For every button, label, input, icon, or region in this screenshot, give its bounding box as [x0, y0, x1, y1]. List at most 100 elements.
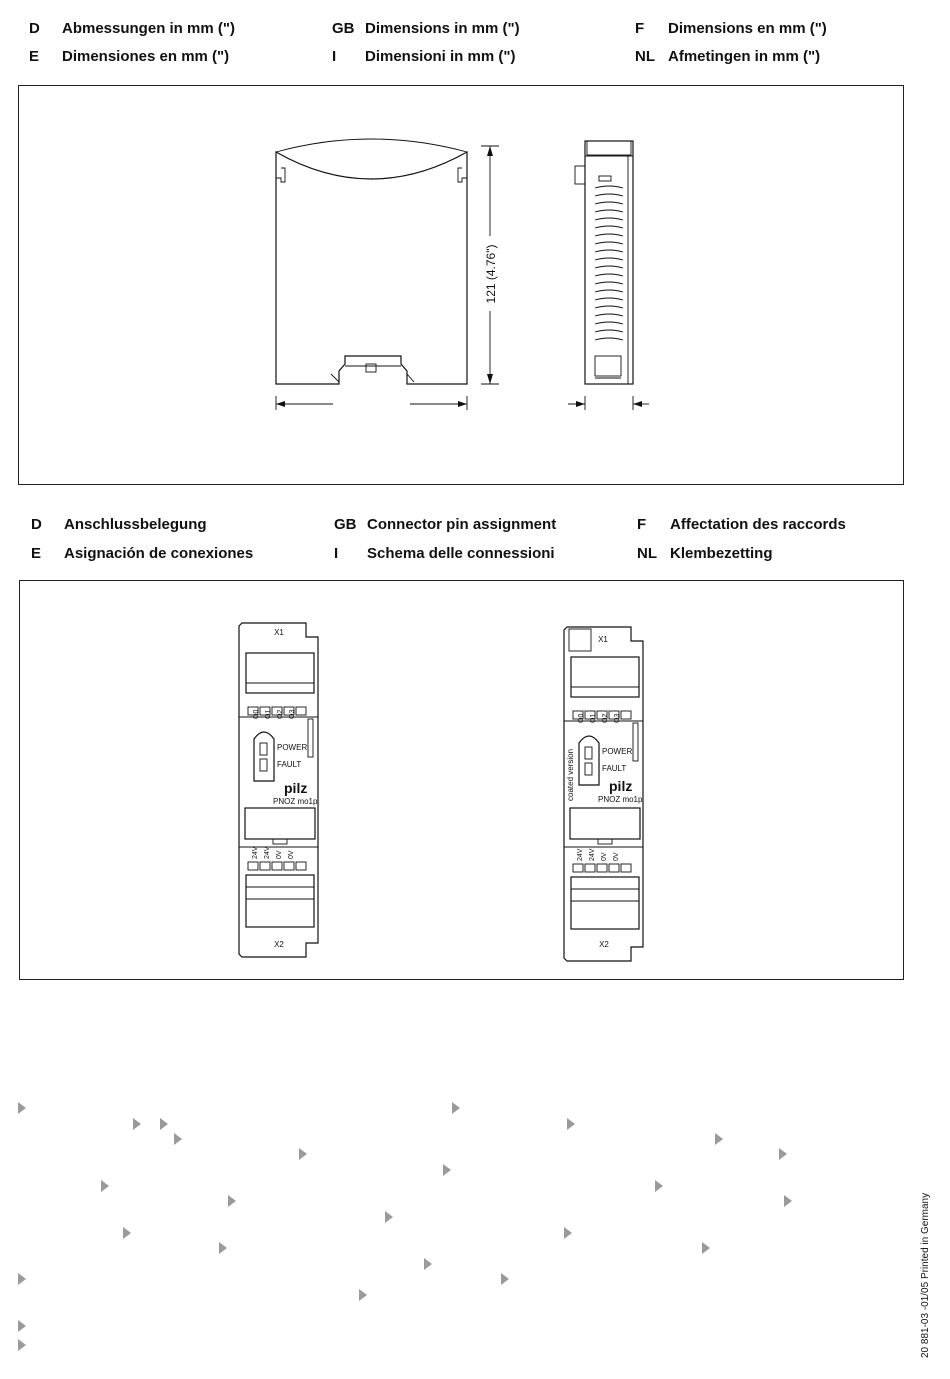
grey-arrow-icon: [18, 1273, 26, 1285]
side-rib: [594, 233, 624, 237]
grey-arrow-icon: [385, 1211, 393, 1223]
terminal-row-top: [247, 706, 307, 716]
grey-arrow-icon: [564, 1227, 572, 1239]
output-o2: O2: [277, 710, 284, 719]
dimensions-title-nl: Afmetingen in mm ("): [668, 48, 821, 65]
side-rib: [594, 281, 624, 285]
power-label: POWER: [602, 747, 632, 756]
dimension-drawing: 121 (4.76"): [275, 138, 649, 410]
lang-code-gb: GB: [332, 20, 355, 37]
connector-title-de: Anschlussbelegung: [64, 516, 207, 533]
led-housing: [253, 731, 275, 782]
lang-code-e: E: [29, 48, 40, 65]
side-rib: [594, 329, 624, 333]
device-standard: X1 O0 O1 O2 O3 POWER FAULT pilz PNOZ mo1…: [238, 622, 319, 958]
grey-arrow-icon: [567, 1118, 575, 1130]
side-rib: [594, 225, 624, 229]
input-0v-a: 0V: [601, 852, 608, 861]
terminal-block-bottom: [570, 876, 640, 930]
x1-label: X1: [274, 628, 284, 637]
lang-code-e: E: [31, 545, 42, 562]
x2-label: X2: [599, 940, 609, 949]
front-view: [275, 138, 468, 385]
connector-title-fr: Affectation des raccords: [670, 516, 846, 533]
grey-arrow-icon: [18, 1320, 26, 1332]
grey-arrow-icon: [18, 1102, 26, 1114]
lang-code-i: I: [332, 48, 337, 65]
side-rib: [594, 185, 624, 189]
input-24v-a: 24V: [252, 846, 259, 859]
fault-led: [259, 758, 268, 772]
grey-arrow-icon: [452, 1102, 460, 1114]
x1-label: X1: [598, 635, 608, 644]
lang-code-d: D: [29, 20, 40, 37]
input-24v-a: 24V: [577, 848, 584, 861]
power-led: [259, 742, 268, 756]
lang-code-i: I: [334, 545, 339, 562]
connector-title-it: Schema delle connessioni: [367, 545, 555, 562]
grey-arrow-icon: [299, 1148, 307, 1160]
power-label: POWER: [277, 743, 307, 752]
output-o2: O2: [602, 714, 609, 723]
coated-marker-box: [568, 628, 592, 652]
power-led: [584, 746, 593, 760]
coated-version-label: coated version: [566, 749, 575, 801]
grey-arrow-icon: [779, 1148, 787, 1160]
x2-label: X2: [274, 940, 284, 949]
dimensions-title-it: Dimensioni in mm ("): [365, 48, 516, 65]
side-ribs: [594, 185, 624, 341]
side-rib: [594, 305, 624, 309]
grey-arrow-icon: [784, 1195, 792, 1207]
input-0v-b: 0V: [613, 852, 620, 861]
output-o3: O3: [614, 714, 621, 723]
fault-label: FAULT: [602, 764, 626, 773]
grey-arrow-icon: [443, 1164, 451, 1176]
output-o1: O1: [590, 714, 597, 723]
connector-title-es: Asignación de conexiones: [64, 545, 254, 562]
input-24v-b: 24V: [589, 848, 596, 861]
side-rib: [594, 217, 624, 221]
model-label: PNOZ mo1p: [598, 795, 643, 804]
grey-arrow-icon: [702, 1242, 710, 1254]
output-o0: O0: [578, 714, 585, 723]
side-view: [574, 140, 634, 385]
model-label: PNOZ mo1p: [273, 797, 318, 806]
pilz-logo: pilz: [609, 778, 632, 794]
lang-code-gb: GB: [334, 516, 357, 533]
connector-title-nl: Klembezetting: [670, 545, 773, 562]
width-dimension: [275, 396, 468, 410]
dimension-drawing-box: 121 (4.76"): [18, 85, 904, 485]
lang-code-d: D: [31, 516, 42, 533]
dimensions-title-es: Dimensiones en mm ("): [62, 48, 230, 65]
terminal-row-bottom: [247, 861, 307, 871]
input-0v-b: 0V: [288, 850, 295, 859]
side-rib: [594, 249, 624, 253]
terminal-block-bottom: [245, 874, 315, 928]
fault-led: [584, 762, 593, 776]
side-rib: [594, 193, 624, 197]
grey-arrow-icon: [101, 1180, 109, 1192]
height-dimension: 121 (4.76"): [481, 145, 499, 385]
side-rib: [594, 257, 624, 261]
side-rib: [594, 241, 624, 245]
lang-code-nl: NL: [637, 545, 657, 562]
side-rib: [594, 273, 624, 277]
side-rib: [594, 321, 624, 325]
output-o3: O3: [289, 710, 296, 719]
side-rib: [594, 265, 624, 269]
fault-label: FAULT: [277, 760, 301, 769]
side-rib: [594, 209, 624, 213]
led-housing: [578, 735, 600, 786]
side-rib: [594, 289, 624, 293]
device-coated: X1 O0 O1 O2 O3 coated version POWER FAUL…: [563, 626, 644, 962]
side-rib: [594, 201, 624, 205]
output-o1: O1: [265, 710, 272, 719]
depth-dimension: [568, 396, 649, 410]
lang-code-f: F: [637, 516, 647, 533]
grey-arrow-icon: [123, 1227, 131, 1239]
pilz-logo: pilz: [284, 780, 307, 796]
grey-arrow-icon: [501, 1273, 509, 1285]
terminal-row-bottom: [572, 863, 632, 873]
dimensions-title-de: Abmessungen in mm ("): [62, 20, 235, 37]
height-label: 121 (4.76"): [484, 245, 498, 304]
